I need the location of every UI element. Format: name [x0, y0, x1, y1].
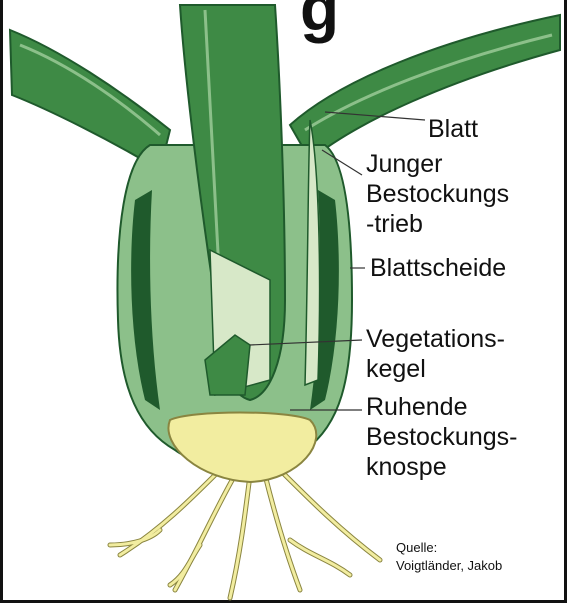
source-line-2: Voigtländer, Jakob — [396, 558, 502, 574]
label-vegetation-1: Vegetations- — [366, 325, 505, 354]
title-fragment: g — [300, 0, 339, 40]
label-ruhende-2: Bestockungs- — [366, 423, 517, 452]
base-node — [168, 413, 316, 483]
label-junger-2: Bestockungs — [366, 180, 509, 209]
label-vegetation-2: kegel — [366, 355, 426, 384]
label-blattscheide: Blattscheide — [370, 254, 506, 283]
label-junger-1: Junger — [366, 150, 442, 179]
source-line-1: Quelle: — [396, 540, 437, 556]
label-ruhende-1: Ruhende — [366, 393, 467, 422]
label-junger-3: -trieb — [366, 210, 423, 239]
label-blatt: Blatt — [428, 115, 478, 144]
label-ruhende-3: knospe — [366, 453, 447, 482]
